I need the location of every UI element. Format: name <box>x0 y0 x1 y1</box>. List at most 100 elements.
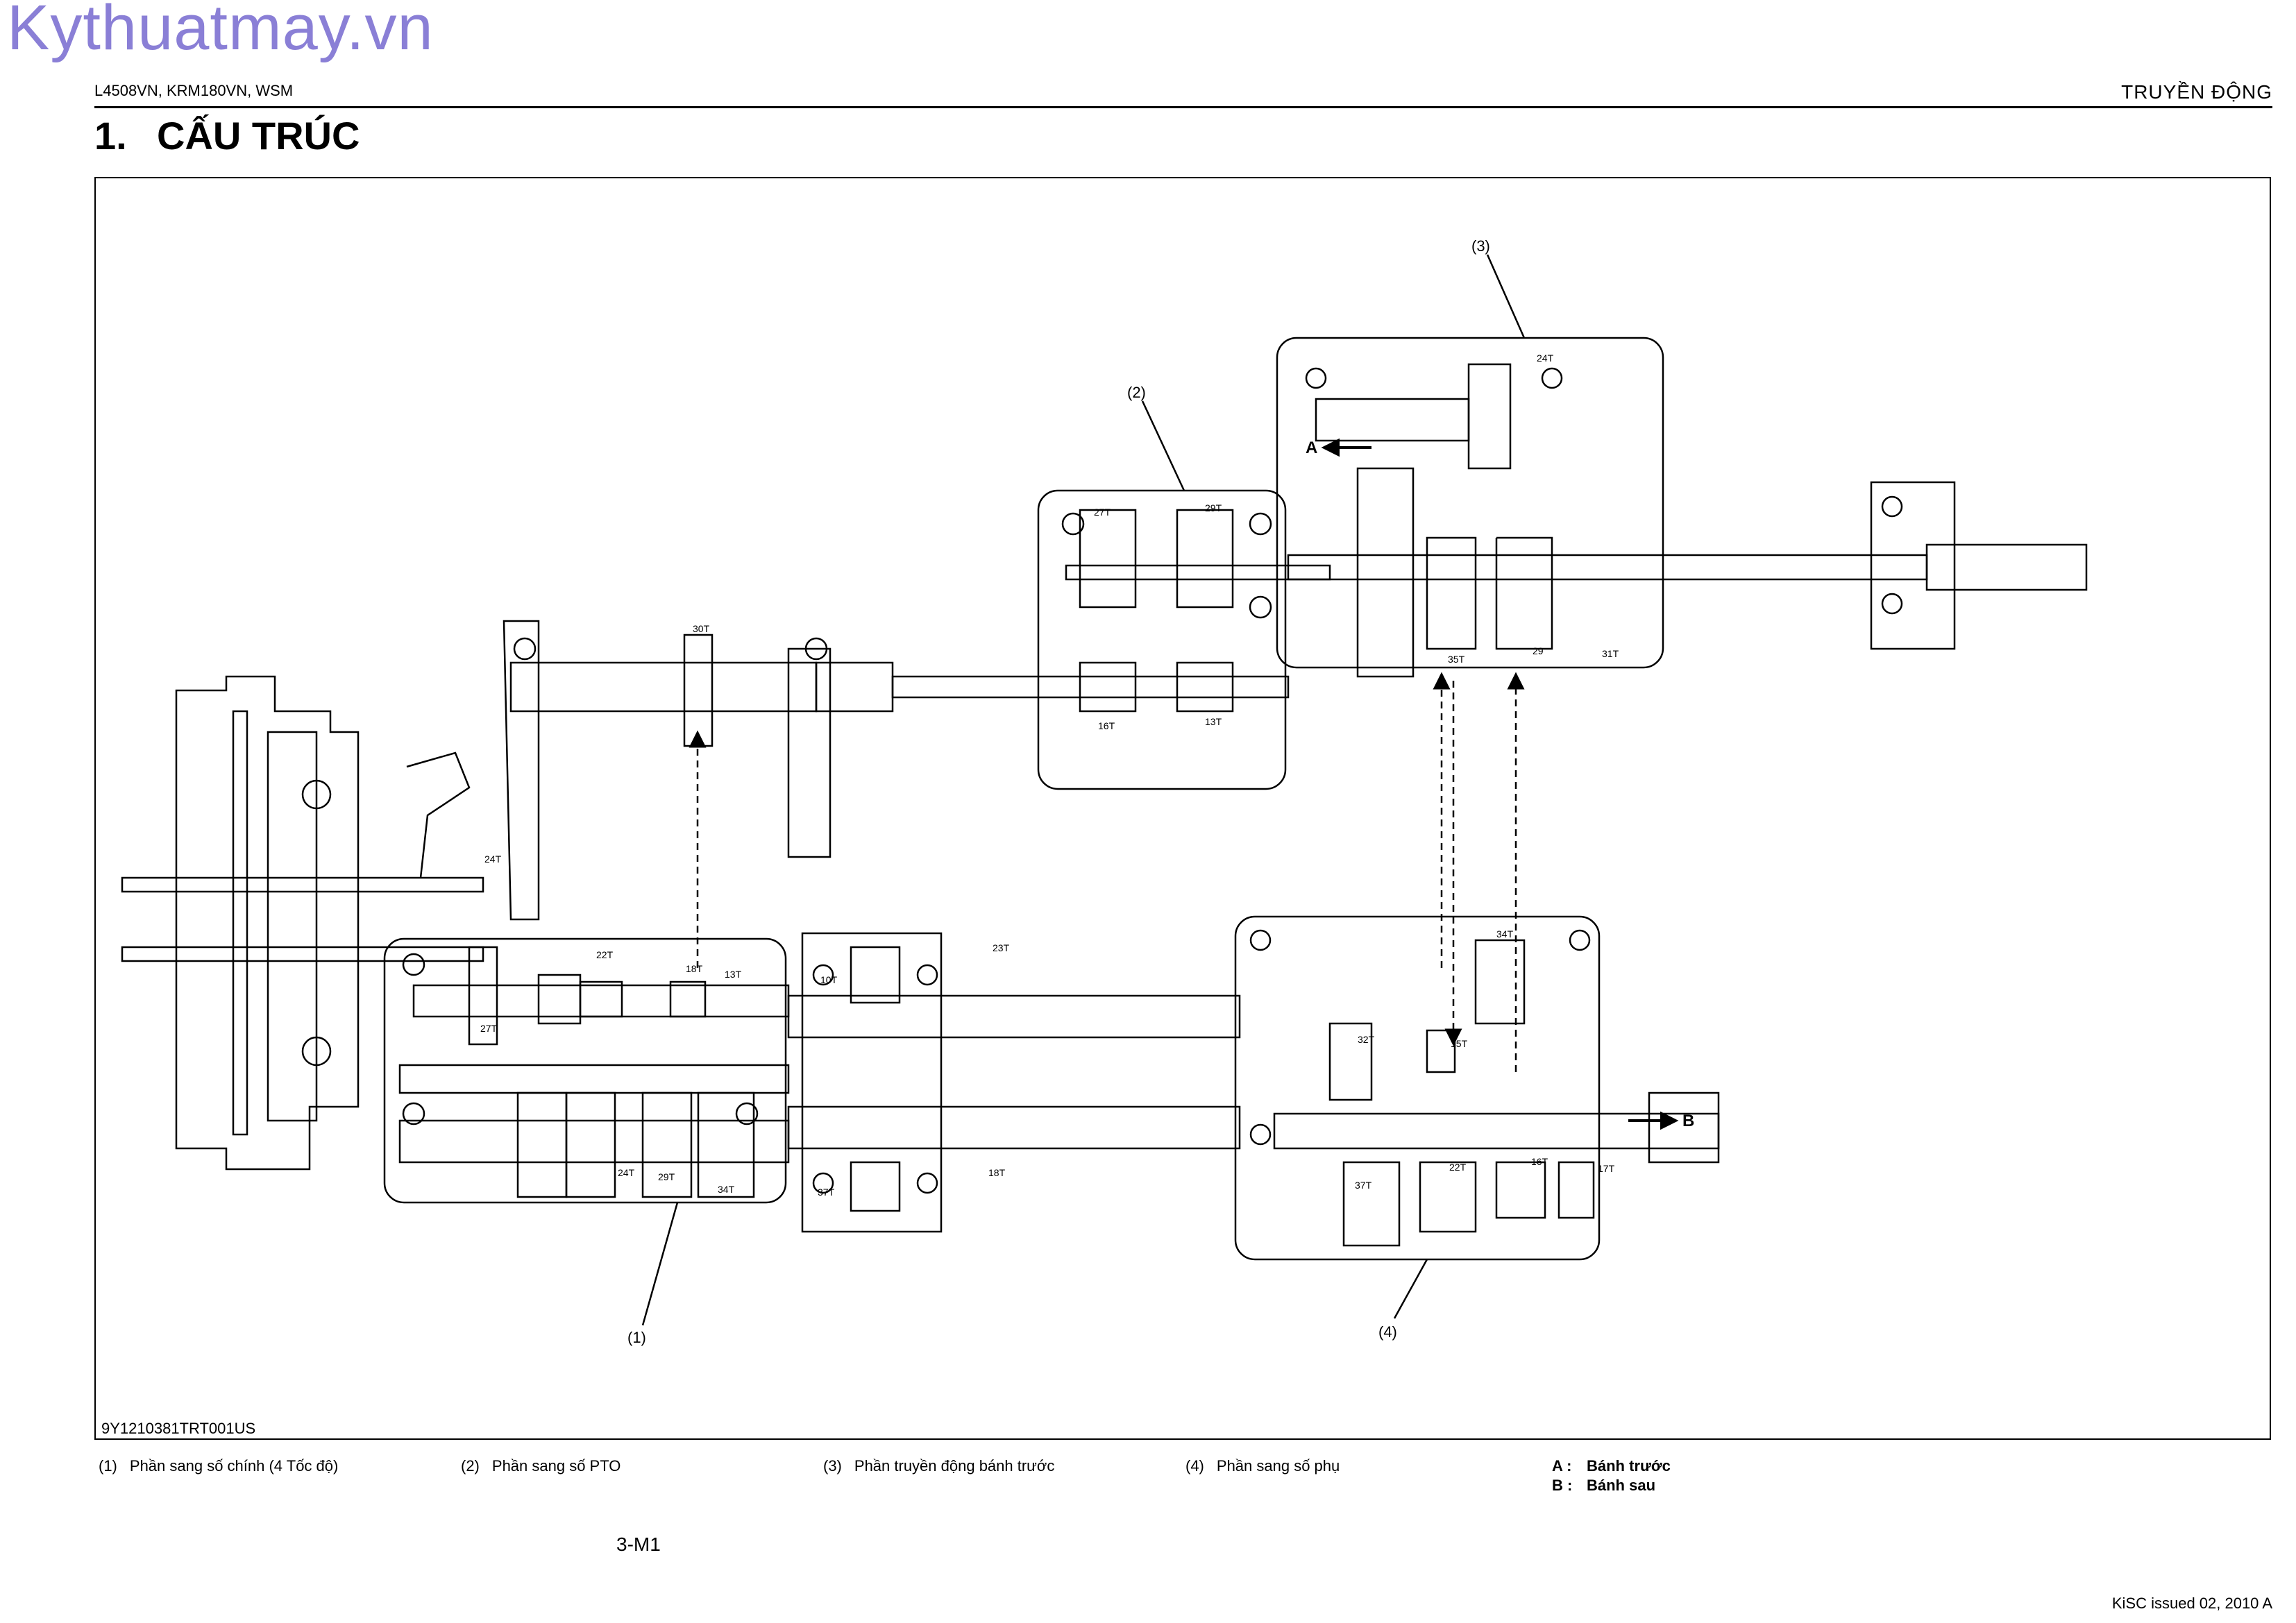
sub-gear-34t <box>1474 939 1526 1025</box>
arrow-label-b: B <box>1682 1112 1694 1130</box>
callout-leader-1 <box>641 1202 679 1326</box>
sub-gear-37t <box>1342 1161 1401 1247</box>
gear-label: 29T <box>1205 502 1222 513</box>
flywheel <box>267 731 318 1122</box>
legend-item-3: (3) Phần truyền động bánh trước <box>823 1457 1054 1475</box>
fwd-gear-35t <box>1356 467 1415 678</box>
center-housing <box>801 932 943 1233</box>
legend-key: (3) <box>823 1457 842 1475</box>
gear-label: 24T <box>484 853 502 865</box>
bearing <box>916 964 938 986</box>
legend-key: B : <box>1552 1477 1573 1494</box>
arrow-label-a: A <box>1306 439 1317 457</box>
bearing <box>812 1172 834 1194</box>
gear-label: 37T <box>1355 1180 1372 1191</box>
arrow-a-head <box>1321 438 1340 457</box>
section-title: 1.CẤU TRÚC <box>94 113 360 158</box>
legend-text: Bánh trước <box>1587 1457 1671 1475</box>
main-gear-22t <box>468 946 498 1046</box>
gear-label: 16T <box>1531 1156 1548 1167</box>
legend-text: Phần sang số chính (4 Tốc độ) <box>129 1457 339 1475</box>
callout-leader-2 <box>1141 400 1185 491</box>
gear-label: 18T <box>988 1167 1006 1178</box>
gear-label: 32T <box>1358 1034 1375 1045</box>
pto-housing-wall <box>503 620 540 921</box>
gear-label: 37T <box>818 1187 835 1198</box>
main-gear-18t <box>537 974 582 1025</box>
fwd-gear-24t <box>1467 363 1512 470</box>
bearing <box>804 637 828 661</box>
legend-key: (2) <box>461 1457 480 1475</box>
bearing <box>812 964 834 986</box>
bearing <box>1249 1123 1272 1146</box>
watermark-logo: Kythuatmay.vn <box>7 0 434 63</box>
transmission-diagram: (1) (2) (3) (4) A B 22T 18T 13T 10T 27T … <box>121 237 2088 1346</box>
section-number: 1. <box>94 114 127 158</box>
front-output-flange <box>1925 543 2088 591</box>
gear-label: 24T <box>1537 352 1554 364</box>
coupling <box>815 661 894 713</box>
rear-output-shaft <box>1273 1112 1720 1150</box>
legend-item-4: (4)Phần sang số phụ <box>1185 1457 1340 1475</box>
gear-label: 35T <box>1448 654 1465 665</box>
legend-text: Phần sang số phụ <box>1216 1457 1340 1475</box>
gear-label: 22T <box>1449 1162 1467 1173</box>
figure-frame <box>94 177 2271 1440</box>
gear-label: 31T <box>1602 648 1619 659</box>
callout-2: (2) <box>1127 384 1146 401</box>
rear-output-flange <box>1648 1091 1720 1164</box>
clutch-housing <box>175 675 360 1171</box>
legend-key: A : <box>1552 1457 1572 1475</box>
section-box-3 <box>1276 337 1664 669</box>
gear-label: 18T <box>686 963 703 974</box>
pto-gear-16t <box>1079 661 1137 713</box>
gear-label: 24T <box>618 1167 635 1178</box>
gear-label: 34T <box>1496 928 1514 940</box>
sub-gear-22t <box>1419 1161 1477 1233</box>
gear-label: 17T <box>1598 1163 1615 1174</box>
issued-note: KiSC issued 02, 2010 A <box>2111 1595 2272 1612</box>
pto-shaft <box>509 661 818 713</box>
sub-gear-15t <box>1426 1029 1456 1073</box>
bearing <box>1061 512 1085 536</box>
gear-label: 16T <box>1098 720 1115 731</box>
arrow-b-head <box>1660 1111 1679 1130</box>
legend-item-a: A : Bánh trước <box>1552 1457 1671 1475</box>
pto-mainshaft <box>1065 564 1331 581</box>
main-gear-24t <box>516 1091 568 1198</box>
fwd-gear-31t <box>1495 536 1553 650</box>
legend-text: Bánh sau <box>1587 1477 1656 1494</box>
gear-label: 29 <box>1533 645 1544 656</box>
gear-label: 34T <box>718 1184 735 1195</box>
header-rule <box>94 106 2272 108</box>
section-box-2 <box>1037 489 1287 790</box>
section-box-4 <box>1234 915 1601 1261</box>
bearing <box>1881 593 1903 615</box>
callout-4: (4) <box>1378 1323 1397 1341</box>
gear-label: 23T <box>993 942 1010 953</box>
gear-label: 30T <box>693 623 710 634</box>
intermediate-shaft <box>787 994 1241 1039</box>
legend-item-1: (1) Phần sang số chính (4 Tốc độ) <box>99 1457 338 1475</box>
pto-gear-13t <box>1176 661 1234 713</box>
input-shaft <box>121 876 484 962</box>
legend-item-2: (2)Phần sang số PTO <box>461 1457 621 1475</box>
front-output-shaft <box>1287 554 1928 581</box>
fwd-gear-29 <box>1426 536 1477 650</box>
callout-3: (3) <box>1471 237 1490 255</box>
callout-1: (1) <box>627 1329 646 1346</box>
bearing <box>402 953 425 976</box>
bearing <box>1249 929 1272 951</box>
header-section: TRUYỀN ĐỘNG <box>2121 81 2272 103</box>
bearing <box>1541 367 1563 389</box>
bearing <box>1249 595 1272 619</box>
legend-key: (1) <box>99 1457 117 1475</box>
legend-text: Phần truyền động bánh trước <box>854 1457 1055 1475</box>
front-end-housing <box>1870 481 1956 650</box>
callout-leader-4 <box>1393 1259 1428 1319</box>
sub-gear-17t <box>1558 1161 1595 1219</box>
gear-label: 15T <box>1451 1038 1468 1049</box>
bearing <box>301 1036 332 1067</box>
gear-23t <box>850 946 901 1004</box>
intermediate-shaft-lower <box>787 1105 1241 1150</box>
